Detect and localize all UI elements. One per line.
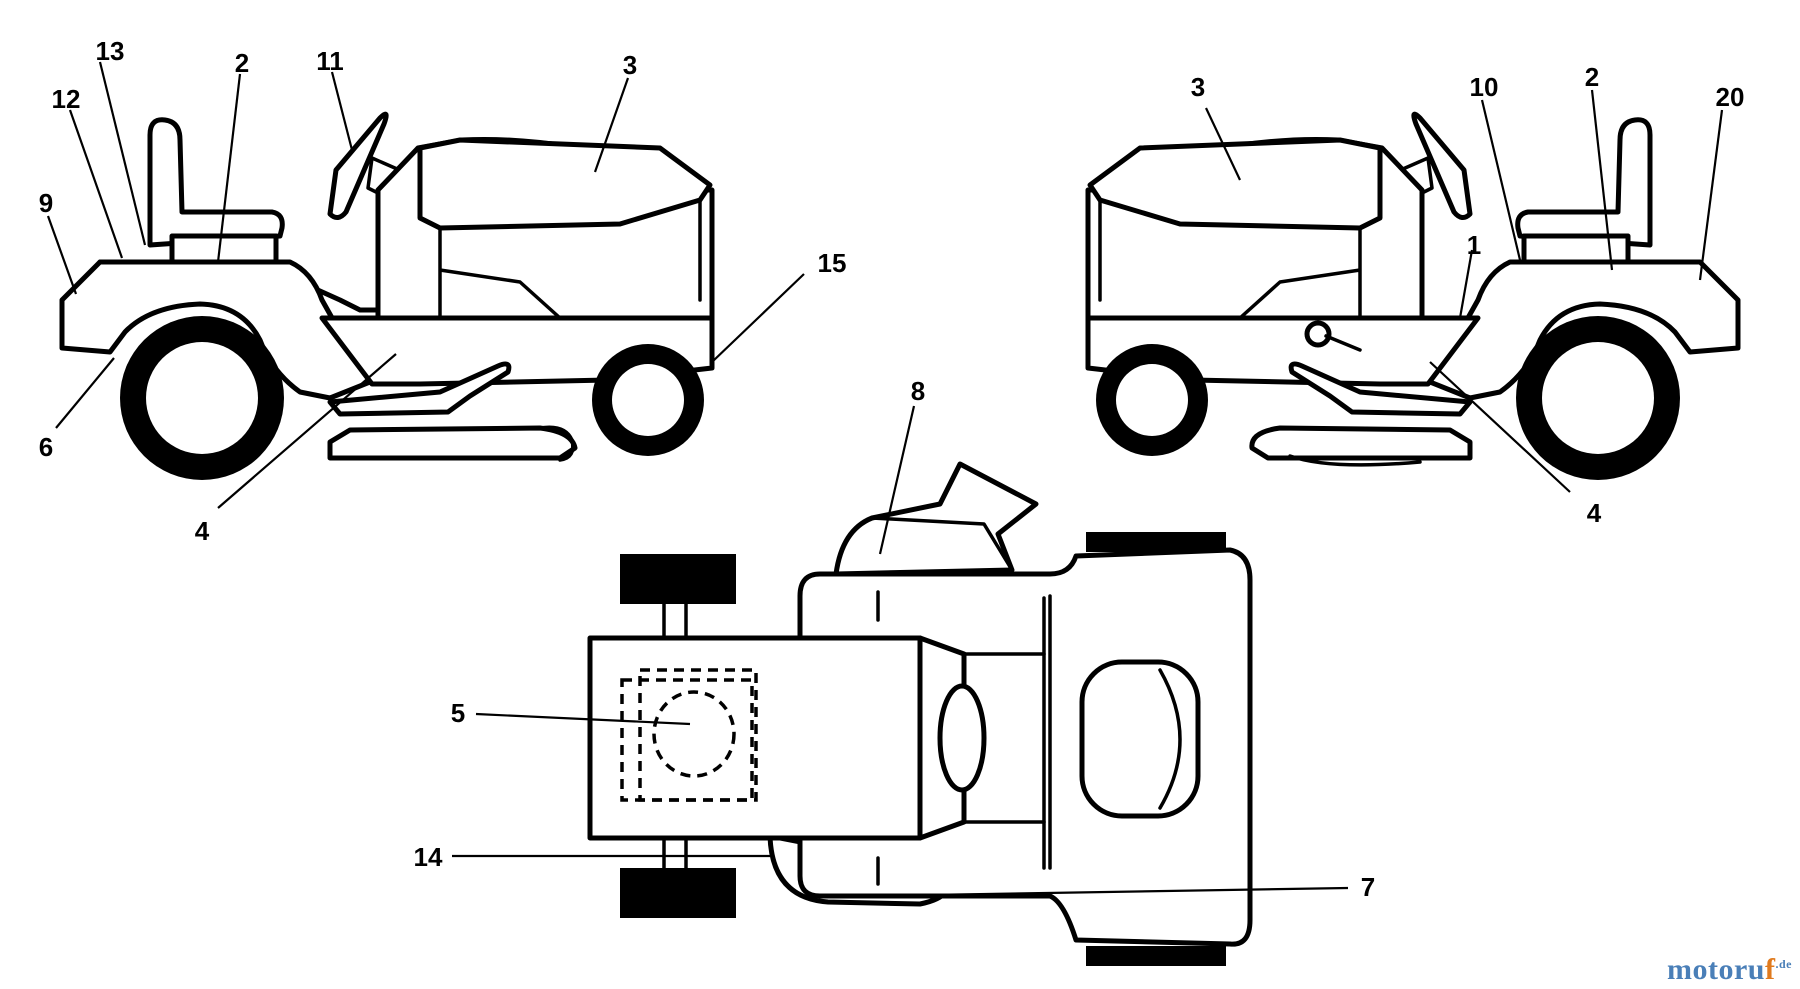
leader-1 [1458, 249, 1474, 319]
leader-7 [861, 886, 1349, 898]
leader-20 [1698, 109, 1724, 281]
left-front-hub [612, 364, 684, 436]
top-front-left-tire [1086, 532, 1226, 552]
callout-left-12: 12 [52, 84, 81, 114]
top-front-right-tire [1086, 946, 1226, 966]
top-seat-circle [652, 690, 736, 778]
top-chute-line [870, 516, 1014, 572]
left-deck-cable [538, 425, 575, 462]
callout-left-6: 6 [39, 432, 53, 462]
leader-13 [98, 61, 147, 246]
watermark-main: motoru [1667, 953, 1765, 986]
callout-right-3: 3 [1191, 72, 1205, 102]
callout-right-2: 2 [1585, 62, 1599, 92]
right-lift-lever [1324, 334, 1362, 352]
top-view [587, 461, 1253, 966]
callout-top-14: 14 [414, 842, 443, 872]
right-footrest [1288, 361, 1473, 417]
callout-top-7: 7 [1361, 872, 1375, 902]
leader-2-left [216, 73, 242, 263]
right-seat [1515, 117, 1653, 248]
motoruf-watermark: motoruf.de [1667, 953, 1792, 987]
leader-4-left [217, 353, 397, 509]
left-mower-deck [327, 425, 578, 461]
callout-right-10: 10 [1470, 72, 1499, 102]
leader-8 [878, 405, 916, 555]
left-seat [147, 117, 285, 248]
watermark-tld: .de [1775, 957, 1792, 971]
right-mower-deck [1249, 425, 1473, 461]
top-discharge-chute [833, 461, 1039, 577]
watermark-accent: f [1765, 953, 1776, 986]
callout-left-11: 11 [316, 46, 344, 76]
left-rear-hub [146, 342, 258, 454]
top-steering-disc [937, 683, 987, 793]
callout-right-4: 4 [1587, 498, 1602, 528]
callout-top-8: 8 [911, 376, 925, 406]
callout-left-4: 4 [195, 516, 210, 546]
leader-10 [1480, 99, 1522, 261]
top-seat-inner-outline [638, 668, 758, 802]
right-rear-hub [1542, 342, 1654, 454]
callout-left-3: 3 [623, 50, 637, 80]
left-hood-line [438, 198, 702, 320]
right-side-view [1085, 111, 1741, 480]
right-hood-line [1098, 198, 1362, 320]
leader-11 [330, 71, 354, 151]
left-footrest [327, 361, 512, 417]
left-steering-wheel [327, 111, 389, 220]
leader-3-left [593, 77, 630, 173]
leader-2-right [1590, 89, 1614, 271]
leader-6 [55, 357, 115, 429]
callout-labels: 13 2 11 3 12 9 15 6 4 3 10 2 20 1 4 8 5 … [39, 36, 1745, 902]
leader-15 [711, 273, 805, 363]
left-side-view [59, 111, 715, 480]
right-seat-base [1521, 233, 1631, 265]
callout-left-15: 15 [818, 248, 847, 278]
right-front-hub [1116, 364, 1188, 436]
leader-9 [46, 215, 78, 295]
right-deck-cable [1288, 454, 1422, 467]
top-grille-curve [1158, 668, 1182, 810]
callout-right-20: 20 [1716, 82, 1745, 112]
leader-12 [68, 109, 124, 259]
top-rear-axle-lower [662, 834, 688, 870]
top-rear-right-tire [620, 868, 736, 918]
top-rear-platform [587, 635, 923, 841]
right-lift-lever-knob [1304, 320, 1332, 348]
callout-right-1: 1 [1467, 230, 1481, 260]
top-grille [1079, 659, 1201, 819]
leader-lines [46, 61, 1724, 898]
top-connector-lines [962, 652, 1046, 824]
left-seat-base [169, 233, 279, 265]
right-steering-wheel [1411, 111, 1473, 220]
leader-3-right [1205, 107, 1241, 181]
callout-top-5: 5 [451, 698, 465, 728]
top-rear-axle-upper [662, 602, 688, 640]
callout-left-2: 2 [235, 48, 249, 78]
top-rear-left-tire [620, 554, 736, 604]
leader-4-right [1429, 361, 1571, 493]
callout-left-9: 9 [39, 188, 53, 218]
callout-left-13: 13 [96, 36, 125, 66]
leader-5 [475, 712, 691, 726]
